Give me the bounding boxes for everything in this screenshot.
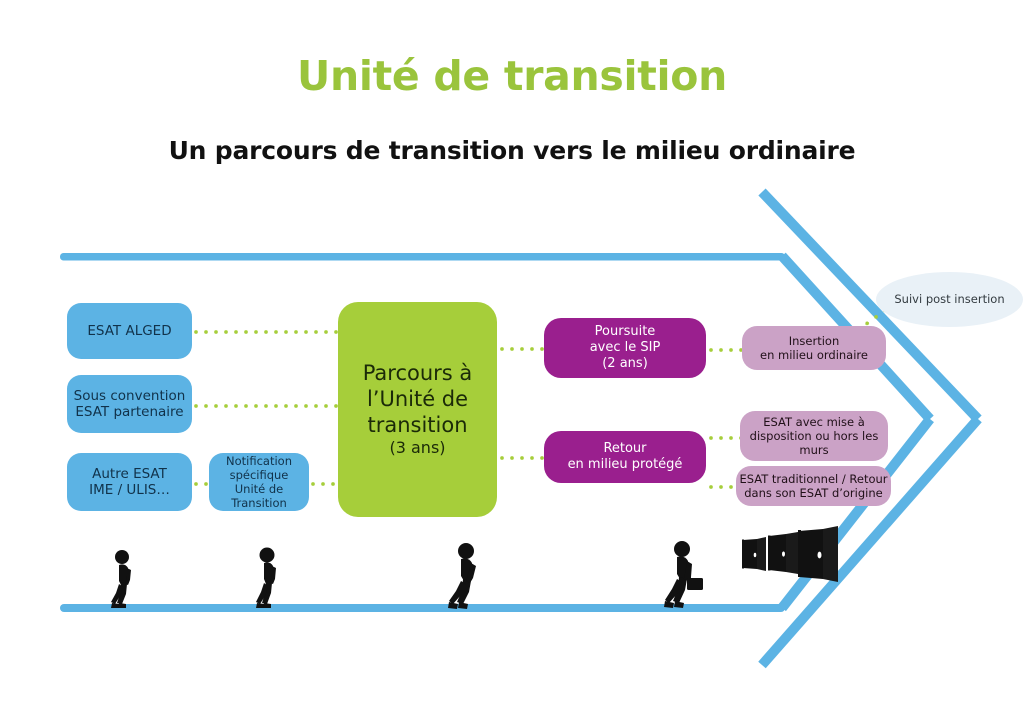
node-suivi-post-insertion-label: Suivi post insertion bbox=[894, 292, 1005, 307]
door-icon-large bbox=[798, 526, 838, 582]
node-suivi-post-insertion[interactable]: Suivi post insertion bbox=[876, 272, 1023, 327]
node-esat-alged[interactable]: ESAT ALGED bbox=[67, 303, 192, 359]
walking-person-icon-3 bbox=[448, 543, 476, 609]
connector-poursuite-to-insertion bbox=[706, 348, 742, 352]
door-icon-medium bbox=[768, 532, 798, 574]
connector-parcours-to-poursuite bbox=[497, 347, 545, 351]
node-poursuite-sip-duration: (2 ans) bbox=[602, 355, 648, 371]
page-title: Unité de transition bbox=[296, 52, 728, 100]
node-esat-alged-label: ESAT ALGED bbox=[87, 322, 172, 339]
connector-retour-to-esat-traditionnel bbox=[706, 485, 736, 489]
door-icon-small bbox=[742, 537, 766, 571]
walking-person-icon-2 bbox=[256, 547, 276, 608]
connector-retour-to-esat-mise bbox=[706, 436, 740, 440]
connector-esat-alged bbox=[191, 330, 341, 334]
connector-sous-convention bbox=[191, 404, 341, 408]
connector-notification-to-parcours bbox=[308, 482, 342, 486]
page-subtitle: Un parcours de transition vers le milieu… bbox=[168, 136, 856, 165]
walking-person-icon-1 bbox=[111, 550, 131, 608]
walking-person-icon-4-with-briefcase bbox=[664, 541, 703, 608]
node-parcours-duration: (3 ans) bbox=[389, 438, 446, 458]
connector-autre-esat-to-notification bbox=[191, 482, 209, 486]
connector-parcours-to-retour bbox=[497, 456, 545, 460]
